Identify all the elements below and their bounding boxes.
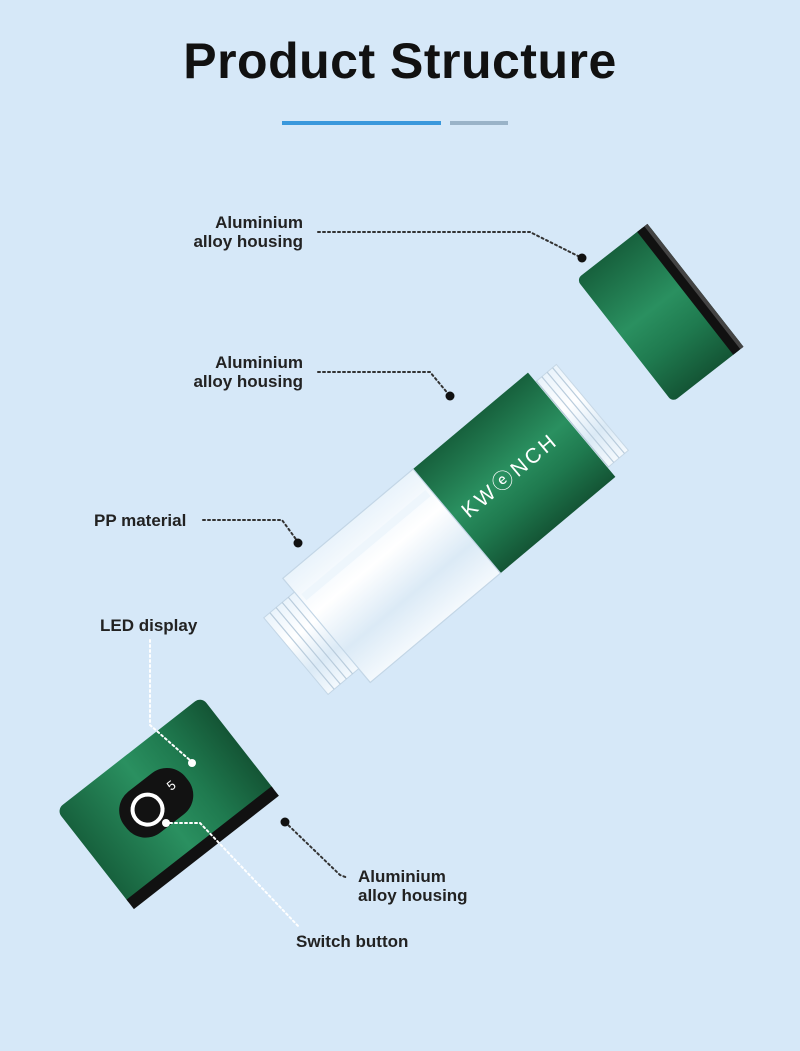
leader-led-display: [149, 639, 193, 763]
label-switch-button: Switch button: [296, 932, 409, 951]
leader-pp-material: [202, 519, 299, 543]
leader-body-housing: [317, 371, 451, 397]
leader-dot: [577, 253, 587, 263]
label-body-housing: Aluminium alloy housing: [193, 353, 303, 391]
leader-dot: [280, 817, 290, 827]
leader-dot: [188, 759, 196, 767]
title-underline-accent: [282, 121, 441, 125]
page-title: Product Structure: [183, 33, 617, 89]
label-pp-material: PP material: [94, 511, 187, 530]
leader-dot: [293, 538, 303, 548]
switch-button: [130, 792, 165, 827]
label-cap-housing: Aluminium alloy housing: [193, 213, 303, 251]
leader-cap-housing: [317, 231, 583, 259]
base-housing: 5: [59, 699, 279, 910]
main-body: KWⓔNCH: [263, 363, 630, 696]
label-base-housing: Aluminium alloy housing: [358, 867, 468, 905]
title-underline-secondary: [450, 121, 508, 125]
leader-dot: [162, 819, 170, 827]
leader-switch-button: [164, 822, 301, 929]
leader-dot: [445, 391, 455, 401]
leader-base-housing: [284, 821, 349, 879]
label-led-display: LED display: [100, 616, 198, 635]
cap-housing: [578, 223, 744, 400]
